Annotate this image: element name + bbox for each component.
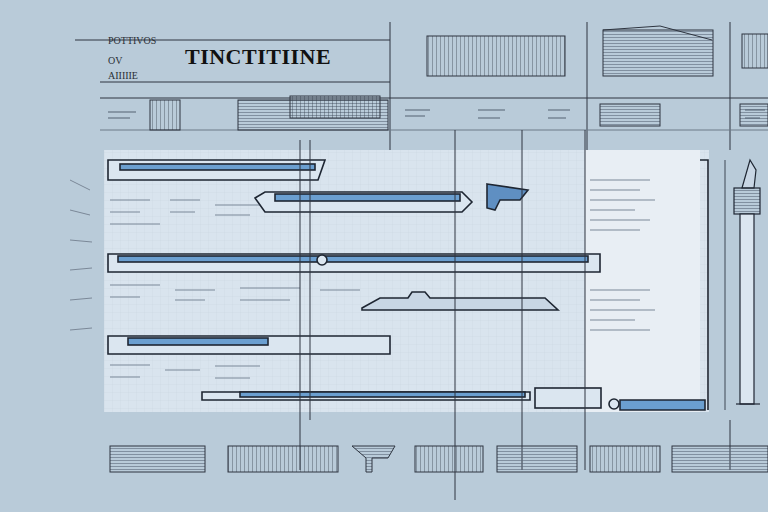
chart-panel bbox=[104, 150, 709, 412]
header-label: OV bbox=[108, 55, 122, 66]
header-label: AIIIIIE bbox=[108, 70, 138, 81]
bottom-sketches bbox=[110, 446, 768, 472]
row-scribbles bbox=[70, 180, 655, 378]
header-rules bbox=[75, 22, 768, 150]
right-column bbox=[725, 160, 760, 410]
time-markers bbox=[300, 130, 730, 500]
header-label: POTTIVOS bbox=[108, 35, 156, 46]
side-panel bbox=[585, 150, 700, 412]
header-scribbles bbox=[108, 110, 765, 118]
panel-grid bbox=[104, 150, 709, 412]
top-sketches bbox=[150, 26, 768, 130]
diagram-title: TINCTITIINE bbox=[185, 44, 331, 70]
timeline-bars bbox=[108, 160, 708, 410]
